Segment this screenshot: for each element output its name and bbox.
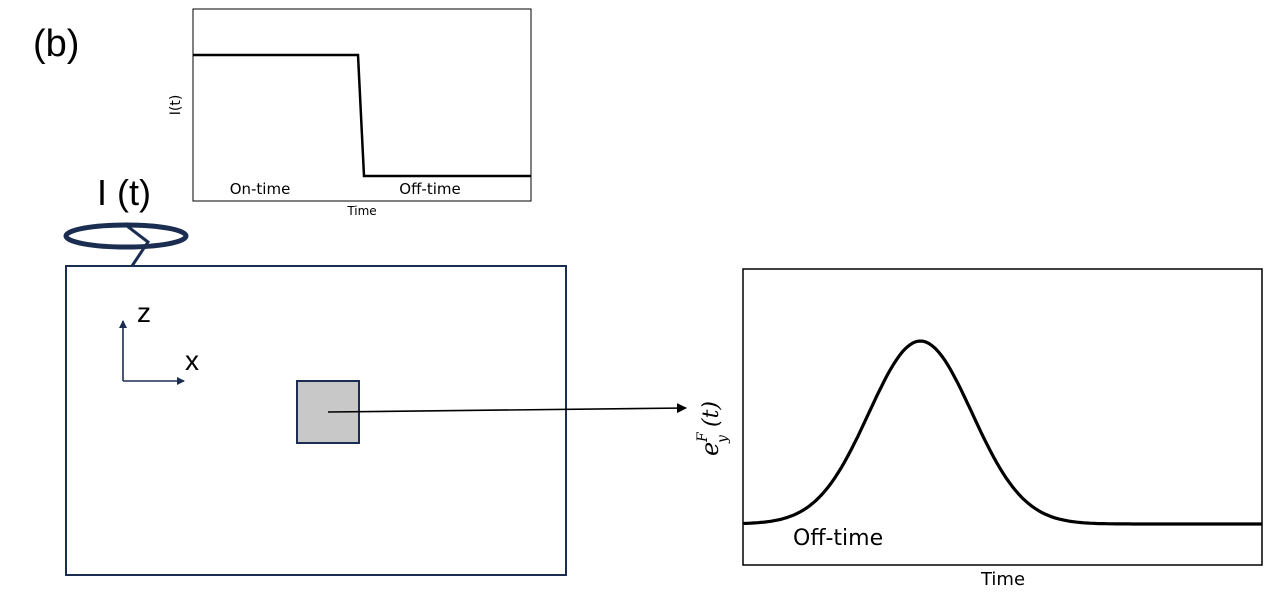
on-time-label: On-time bbox=[230, 180, 291, 198]
coordinate-axes-icon bbox=[119, 320, 185, 385]
response-plot-xlabel: Time bbox=[980, 569, 1025, 590]
connector-arrow bbox=[327, 403, 687, 414]
panel-label: (b) bbox=[33, 23, 79, 65]
current-waveform-plot: I(t) Time On-time Off-time bbox=[168, 8, 532, 218]
response-off-time-label: Off-time bbox=[793, 526, 883, 551]
ylabel-superscript: F bbox=[695, 431, 711, 443]
transmitter-loop-icon bbox=[63, 222, 189, 267]
response-curve-line bbox=[743, 339, 1263, 526]
response-plot-frame bbox=[742, 268, 1263, 566]
off-time-label: Off-time bbox=[399, 180, 460, 198]
current-plot-ylabel: I(t) bbox=[168, 95, 184, 116]
ylabel-symbol: e bbox=[696, 442, 724, 456]
ylabel-argument: (t) bbox=[699, 401, 724, 427]
ylabel-subscript: y bbox=[715, 434, 731, 444]
current-waveform-line bbox=[193, 53, 531, 178]
axis-x-label: x bbox=[185, 345, 199, 376]
response-plot: Off-time Time e F y (t) bbox=[695, 268, 1263, 590]
axis-z-label: z bbox=[137, 297, 151, 328]
current-plot-xlabel: Time bbox=[346, 204, 376, 218]
current-plot-frame bbox=[192, 8, 532, 202]
current-label: I (t) bbox=[97, 172, 151, 213]
response-plot-ylabel: e F y (t) bbox=[695, 401, 731, 456]
